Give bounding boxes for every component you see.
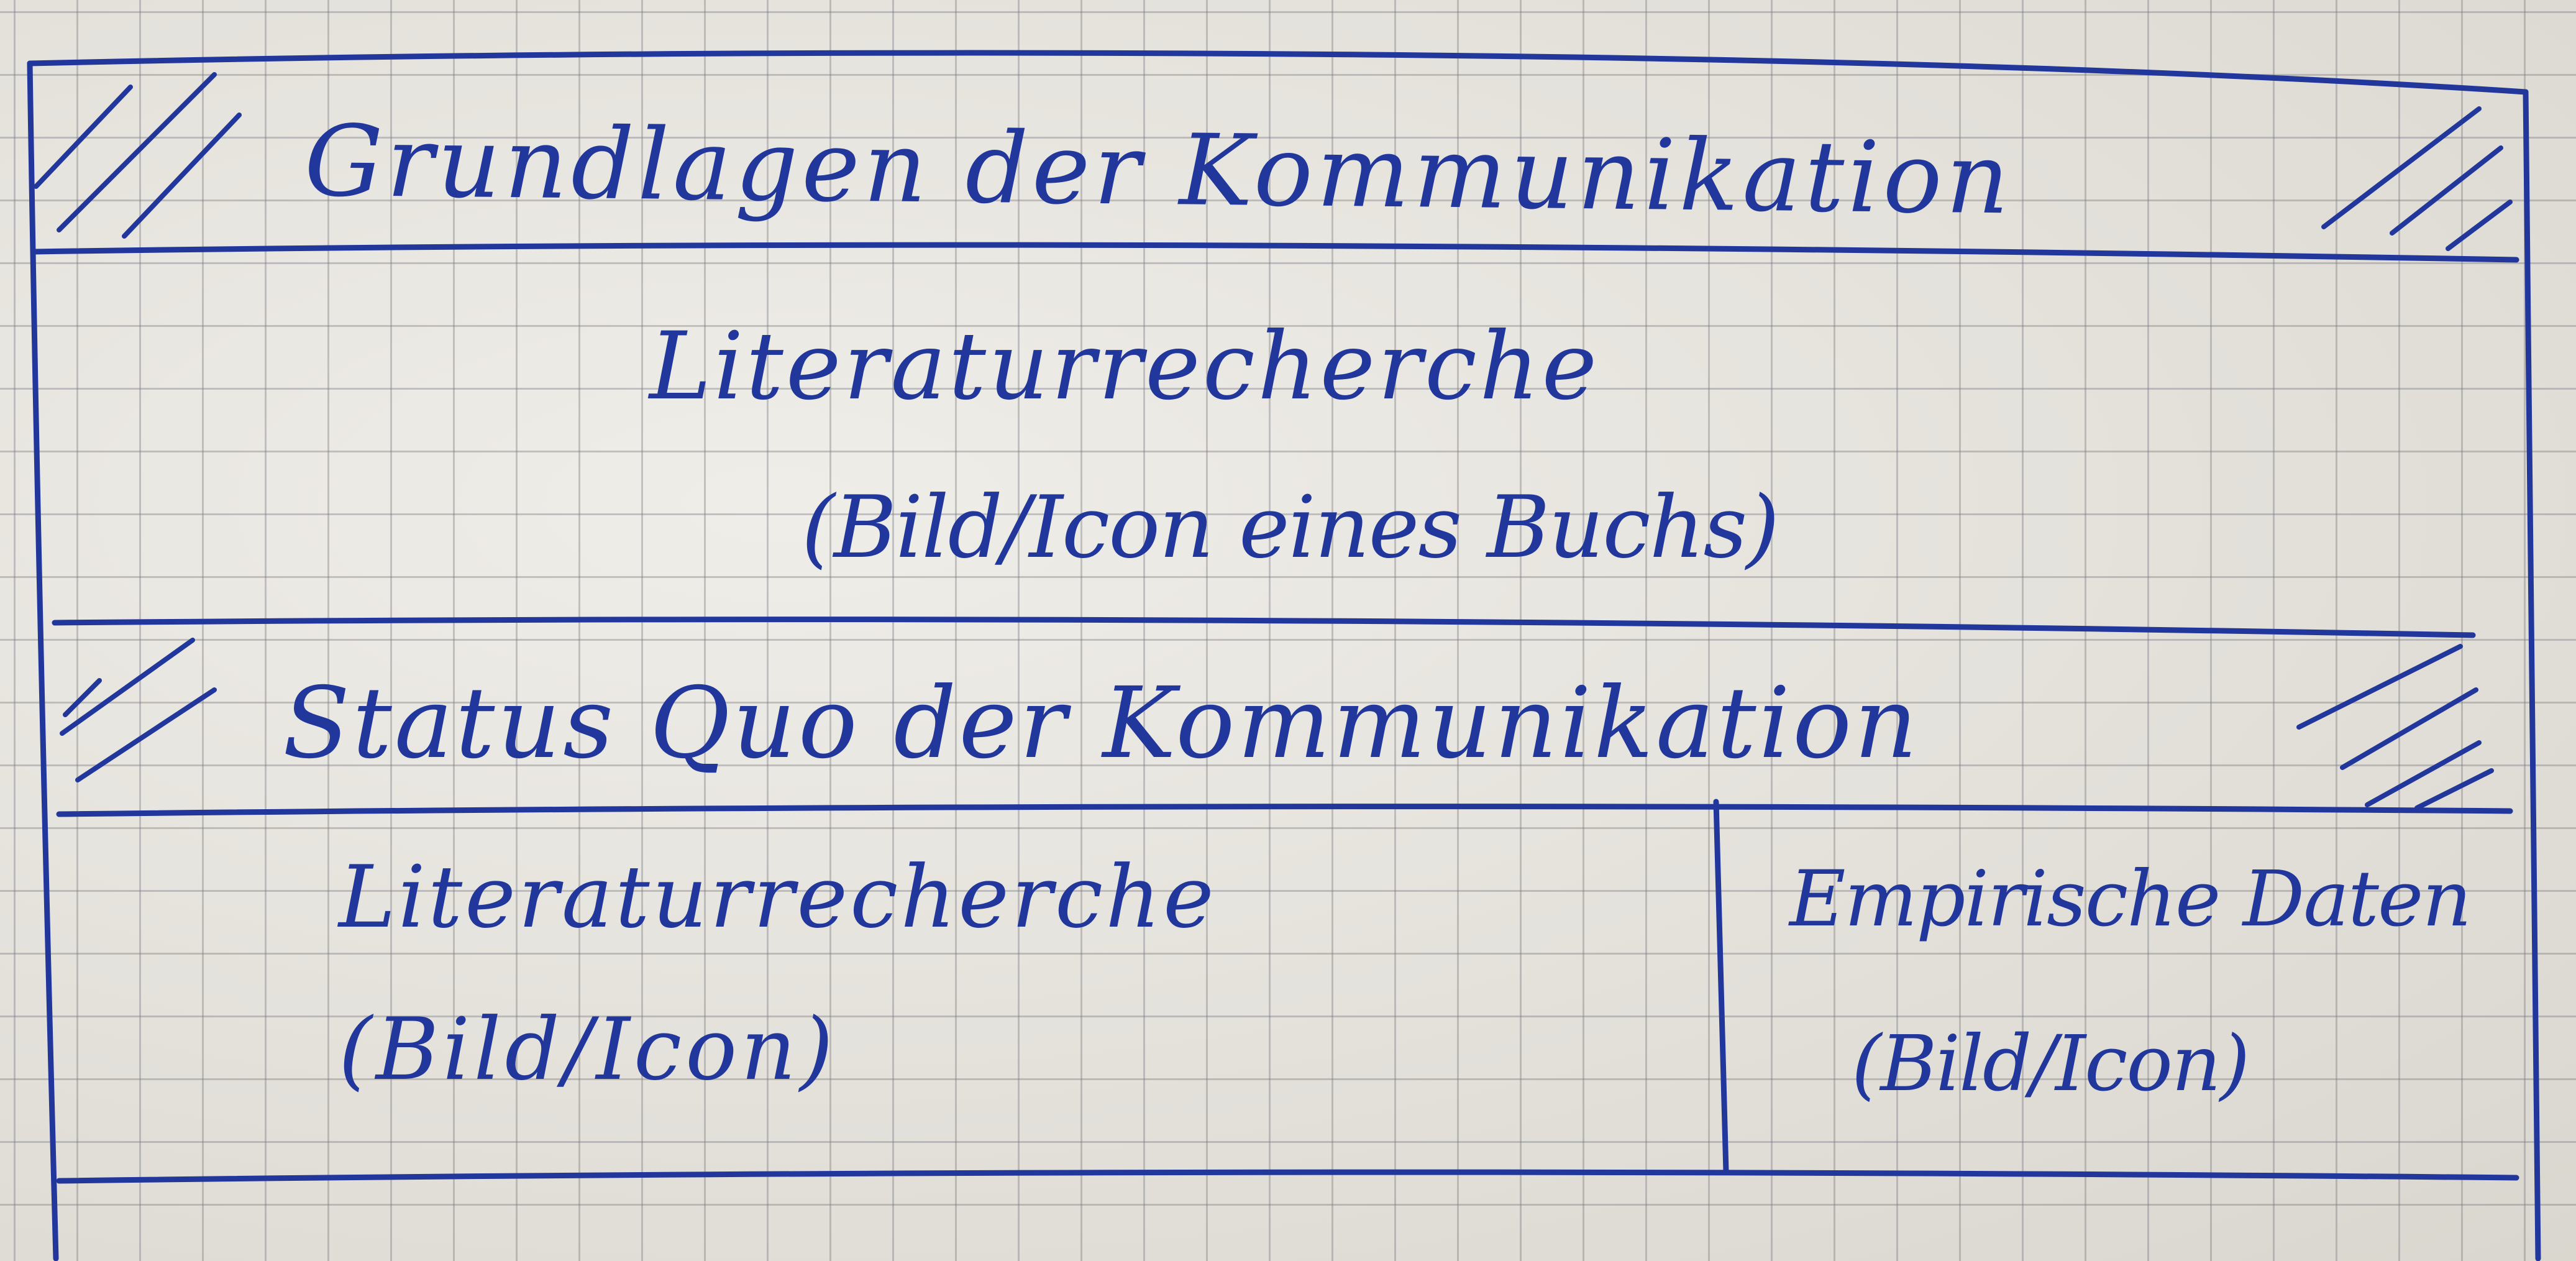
bottom-line [56, 1169, 2519, 1184]
frame-right-line [2523, 89, 2541, 1261]
column-divider [1713, 799, 1729, 1175]
left-column-image-note: (Bild/Icon) [339, 999, 837, 1099]
header-1-divider [31, 242, 2519, 263]
frame-top-line [27, 50, 2529, 95]
hatch-mark-top-left [34, 72, 242, 239]
hatch-mark-middle-left [60, 638, 217, 782]
left-column-title: Literaturrecherche [339, 847, 1217, 947]
section-1-title: Grundlagen der Kommunikation [304, 104, 2014, 237]
right-column-image-note: (Bild/Icon) [1852, 1019, 2250, 1109]
section-1-image-note: (Bild/Icon eines Buchs) [802, 477, 1779, 577]
header-2-divider [56, 804, 2513, 817]
hatch-mark-top-right [2321, 106, 2513, 251]
hatch-mark-middle-right [2296, 644, 2494, 810]
right-column-title: Empirische Daten [1789, 855, 2472, 944]
section-2-title: Status Quo der Kommunikation [283, 666, 1920, 781]
header-2-top-line [52, 617, 2476, 638]
frame-left-line [27, 60, 59, 1261]
section-1-subtitle: Literaturrecherche [649, 313, 1600, 421]
